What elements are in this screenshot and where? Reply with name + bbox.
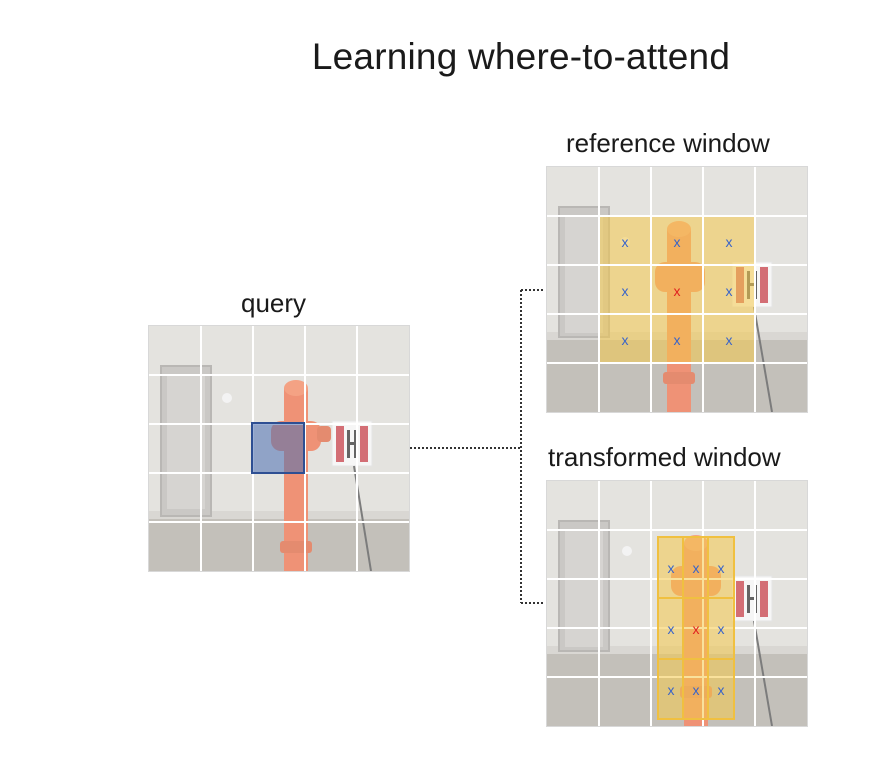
transformed-center-point: x <box>693 621 700 637</box>
reference-window-label: reference window <box>566 128 770 158</box>
transformed-sample-point: x <box>668 621 675 637</box>
reference-grid <box>547 167 807 412</box>
query-label: query <box>241 288 307 318</box>
transformed-sample-point: x <box>718 682 725 698</box>
reference-sample-point: x <box>726 234 733 250</box>
reference-window-panel: x x x x x x x x x <box>546 166 808 413</box>
reference-sample-point: x <box>674 234 681 250</box>
page-title: Learning where-to-attend <box>311 36 731 77</box>
transformed-sample-point: x <box>718 621 725 637</box>
reference-center-point: x <box>674 283 681 299</box>
query-image <box>149 326 409 571</box>
transformed-window-label: transformed window <box>548 442 781 472</box>
reference-sample-point: x <box>622 234 629 250</box>
transformed-attend-window <box>657 536 735 720</box>
reference-sample-point: x <box>674 332 681 348</box>
reference-sample-point: x <box>622 332 629 348</box>
transformed-sample-point: x <box>668 682 675 698</box>
reference-image: x x x x x x x x x <box>547 167 807 412</box>
query-panel <box>148 325 410 572</box>
transformed-sample-point: x <box>693 682 700 698</box>
transformed-image: x x x x x x x x x <box>547 481 807 726</box>
query-box <box>251 422 305 474</box>
transformed-sample-point: x <box>668 560 675 576</box>
reference-sample-point: x <box>622 283 629 299</box>
reference-sample-point: x <box>726 283 733 299</box>
transformed-sample-point: x <box>718 560 725 576</box>
reference-sample-point: x <box>726 332 733 348</box>
reference-attend-window <box>598 215 756 364</box>
transformed-sample-point: x <box>693 560 700 576</box>
transformed-window-panel: x x x x x x x x x <box>546 480 808 727</box>
